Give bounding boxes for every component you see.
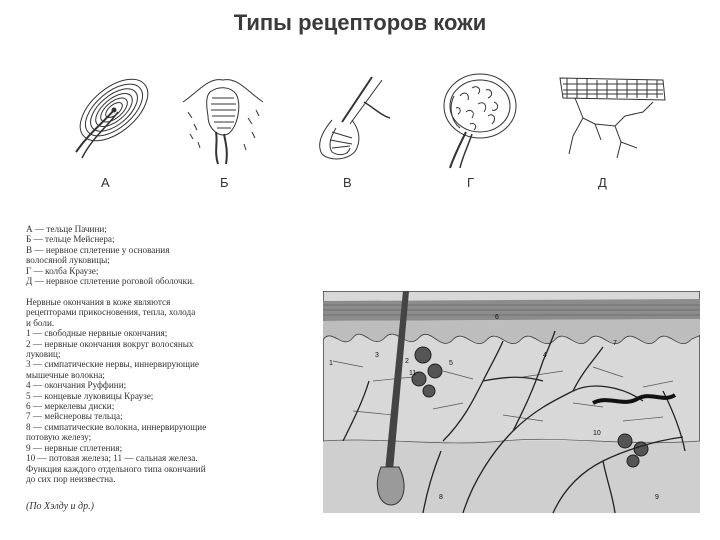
section-label-6: 6 [495,314,499,321]
legend-line: 5 — концевые луковицы Краузе; [26,390,154,401]
section-label-9: 9 [655,494,659,501]
section-label-2: 2 [405,358,409,365]
legend-line: Д — нервное сплетение роговой оболочки. [26,276,195,287]
krause-bulb-drawing [443,73,517,169]
legend-line: мышечные волокна; [26,369,105,380]
legend-line: 8 — симпатические волокна, иннервирующие [26,421,207,432]
section-label-4: 4 [543,352,547,359]
legend-line: 7 — мейснеровы тельца; [26,411,123,422]
legend-line: 9 — нервные сплетения; [26,442,123,453]
hair-follicle-plexus-drawing [319,76,391,160]
legend-line: 6 — меркелевы диски; [26,401,115,412]
section-label-3: 3 [375,352,379,359]
corneal-plexus-drawing [559,77,666,159]
section-label-1: 1 [329,360,333,367]
pacinian-corpuscle-drawing [75,78,149,159]
legend-line: и боли. [26,317,55,328]
figure-letter-a: А [101,175,110,190]
figure-letter-d: Д [598,175,607,190]
page-title: Типы рецепторов кожи [233,10,487,35]
figure-letter-g: Г [467,175,475,190]
legend-line: волосяной луковицы; [26,255,110,266]
legend-line: луковиц; [26,349,61,360]
legend-line: Г — колба Краузе; [26,265,99,276]
legend-line: 10 — потовая железа; 11 — сальная железа… [26,453,198,464]
legend-line: рецепторами прикосновения, тепла, холода [26,307,196,318]
legend-line: Нервные окончания в коже являются [26,297,171,307]
section-label-8: 8 [439,494,443,501]
section-label-11: 11 [409,370,416,377]
credit-line: (По Хэлду и др.) [26,501,94,512]
legend-numbers: Нервные окончания в коже являются рецепт… [26,297,206,484]
section-label-5: 5 [449,360,453,367]
meissner-corpuscle-drawing [182,79,264,165]
figure-letter-v: В [343,175,352,190]
legend-line: Функция каждого отдельного типа окончани… [26,463,206,474]
legend-line: Б — тельце Мейснера; [26,234,115,245]
section-label-10: 10 [593,430,601,437]
skin-cross-section-drawing: 1 2 3 4 5 6 7 8 9 10 11 [323,291,700,513]
legend-line: А — тельце Пачини; [26,224,107,234]
legend-line: 3 — симпатические нервы, иннервирующие [26,359,200,370]
legend-line: 4 — окончания Руффини; [26,380,127,391]
legend-line: до сих пор неизвестна. [26,473,116,484]
legend-types: А — тельце Пачини; Б — тельце Мейснера; … [26,224,194,286]
legend-line: 2 — нервные окончания вокруг волосяных [26,338,194,349]
legend-line: потовую железу; [26,432,92,443]
figure-letter-b: Б [220,175,229,190]
legend-line: 1 — свободные нервные окончания; [26,328,168,339]
section-label-7: 7 [613,340,617,347]
legend-line: В — нервное сплетение у основания [26,244,170,255]
